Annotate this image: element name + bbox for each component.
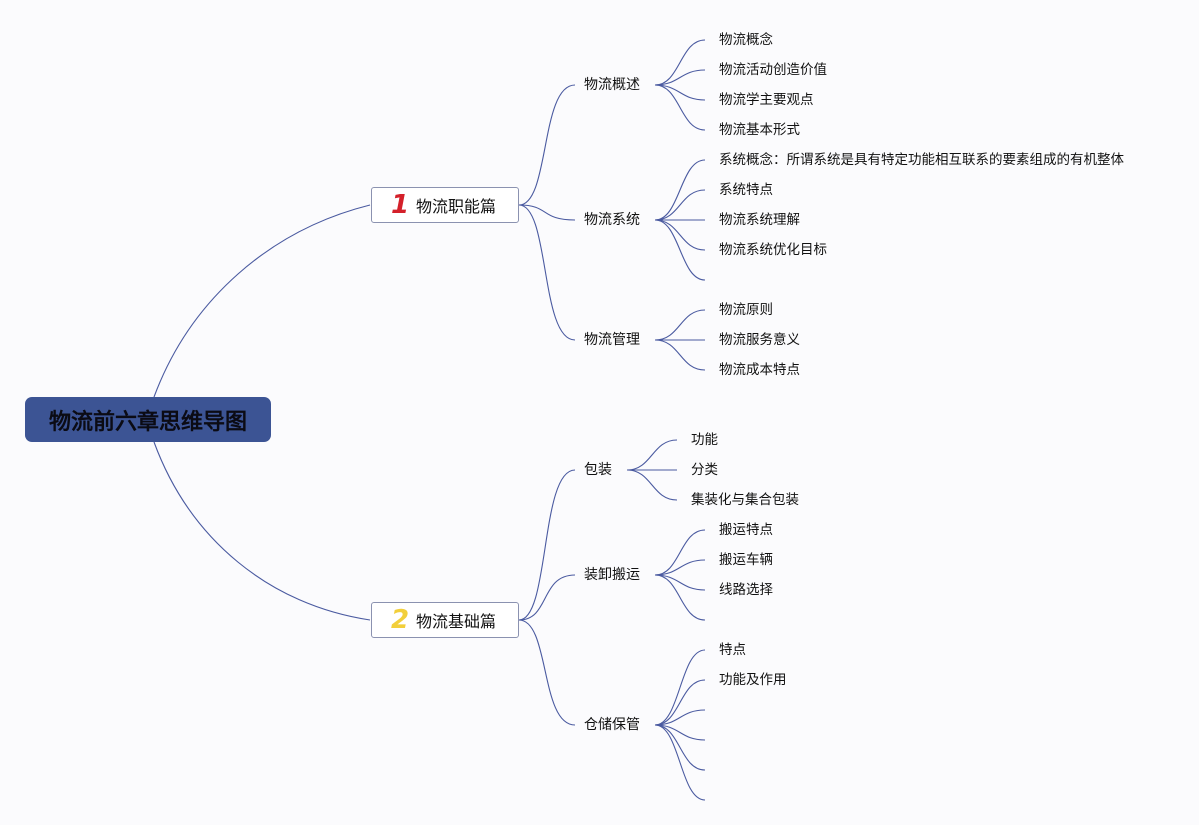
leaf-node[interactable]: 物流成本特点	[719, 362, 800, 378]
connector-branch1-topic1	[518, 84, 576, 206]
branch-number-2: 2	[390, 605, 410, 635]
leaf-node[interactable]: 搬运特点	[719, 522, 773, 538]
leaf-node[interactable]: 物流学主要观点	[719, 92, 814, 108]
leaf-node[interactable]: 系统特点	[719, 182, 773, 198]
branch-node-1[interactable]: 1 物流职能篇	[371, 187, 519, 223]
root-label: 物流前六章思维导图	[48, 409, 247, 435]
connector-branch1-topic2	[518, 204, 576, 221]
connector-branch2-topic2	[518, 574, 576, 621]
topic-node[interactable]: 仓储保管	[584, 717, 640, 733]
topic-node[interactable]: 物流系统	[584, 212, 640, 228]
leaf-node[interactable]: 集装化与集合包装	[691, 492, 799, 508]
topic-node[interactable]: 装卸搬运	[584, 567, 640, 583]
leaf-node[interactable]: 物流基本形式	[719, 122, 800, 138]
topic-node[interactable]: 包装	[584, 462, 612, 478]
leaf-node[interactable]: 搬运车辆	[719, 552, 773, 568]
root-node[interactable]: 物流前六章思维导图	[25, 397, 271, 442]
topic-node[interactable]: 物流概述	[584, 77, 640, 93]
connector-branch1-topic3	[518, 204, 576, 341]
leaf-node[interactable]: 线路选择	[719, 582, 773, 598]
leaf-node[interactable]: 物流概念	[719, 32, 773, 48]
connector-branch2-topic1	[518, 469, 576, 621]
branch-label-1: 物流职能篇	[416, 197, 497, 216]
leaf-node[interactable]: 物流原则	[719, 302, 773, 318]
branch-label-2: 物流基础篇	[416, 612, 497, 631]
leaf-node[interactable]: 特点	[719, 642, 746, 658]
connector-branch2-topic3	[518, 619, 576, 726]
leaf-node[interactable]: 物流活动创造价值	[719, 62, 827, 78]
topic-node[interactable]: 物流管理	[584, 332, 640, 348]
branch-node-2[interactable]: 2 物流基础篇	[371, 602, 519, 638]
leaf-node[interactable]: 功能及作用	[719, 672, 787, 688]
connector-root-branch-2	[153, 441, 371, 621]
leaf-node[interactable]: 功能	[691, 432, 718, 448]
branch-number-1: 1	[390, 190, 410, 220]
leaf-node[interactable]: 物流系统优化目标	[719, 242, 827, 258]
leaf-node[interactable]: 物流服务意义	[719, 332, 800, 348]
leaf-node[interactable]: 物流系统理解	[719, 212, 800, 228]
leaf-node[interactable]: 分类	[691, 462, 718, 478]
connector-root-branch-1	[153, 204, 371, 398]
leaf-node[interactable]: 系统概念：所谓系统是具有特定功能相互联系的要素组成的有机整体	[719, 152, 1124, 168]
